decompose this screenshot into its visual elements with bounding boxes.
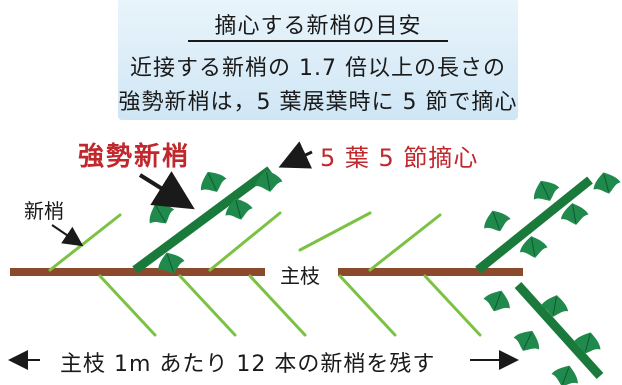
upper-shoot: [298, 211, 372, 252]
vigorous-shoot: [132, 165, 285, 279]
lower-shoot: [338, 274, 397, 337]
lower-shoot: [248, 274, 307, 337]
banner-line-2: 強勢新梢は，5 葉展葉時に 5 節で摘心: [118, 90, 518, 115]
bottom-note: 主枝 1m あたり 12 本の新梢を残す: [60, 352, 436, 377]
banner-title-underline: [188, 40, 448, 42]
upper-shoot: [48, 213, 122, 272]
vigorous-shoot-label: 強勢新梢: [78, 142, 191, 172]
shoot-arrow: [51, 224, 84, 247]
banner-line-1: 近接する新梢の 1.7 倍以上の長さの: [130, 56, 506, 81]
main-branch-right: [338, 268, 523, 276]
shoot-label: 新梢: [24, 199, 64, 223]
lower-shoot: [178, 274, 237, 337]
vigorous-shoot-arrow: [138, 171, 195, 210]
pinch-point-arrow: [278, 141, 313, 169]
right-vigorous-shoot-upper: [475, 168, 622, 274]
pinch-point-label: 5 葉 5 節摘心: [320, 144, 479, 172]
banner-title: 摘心する新梢の目安: [214, 14, 422, 39]
main-branch-label: 主枝: [280, 264, 320, 288]
lower-shoot: [98, 274, 157, 337]
right-vigorous-shoot-lower: [480, 281, 605, 385]
lower-shoot: [423, 274, 482, 337]
title-banner: 摘心する新梢の目安 近接する新梢の 1.7 倍以上の長さの 強勢新梢は，5 葉展…: [118, 0, 518, 120]
lower-shoots: [98, 274, 482, 337]
upper-shoot: [208, 211, 282, 272]
upper-shoot: [368, 213, 442, 272]
upper-shoots: [48, 211, 442, 272]
